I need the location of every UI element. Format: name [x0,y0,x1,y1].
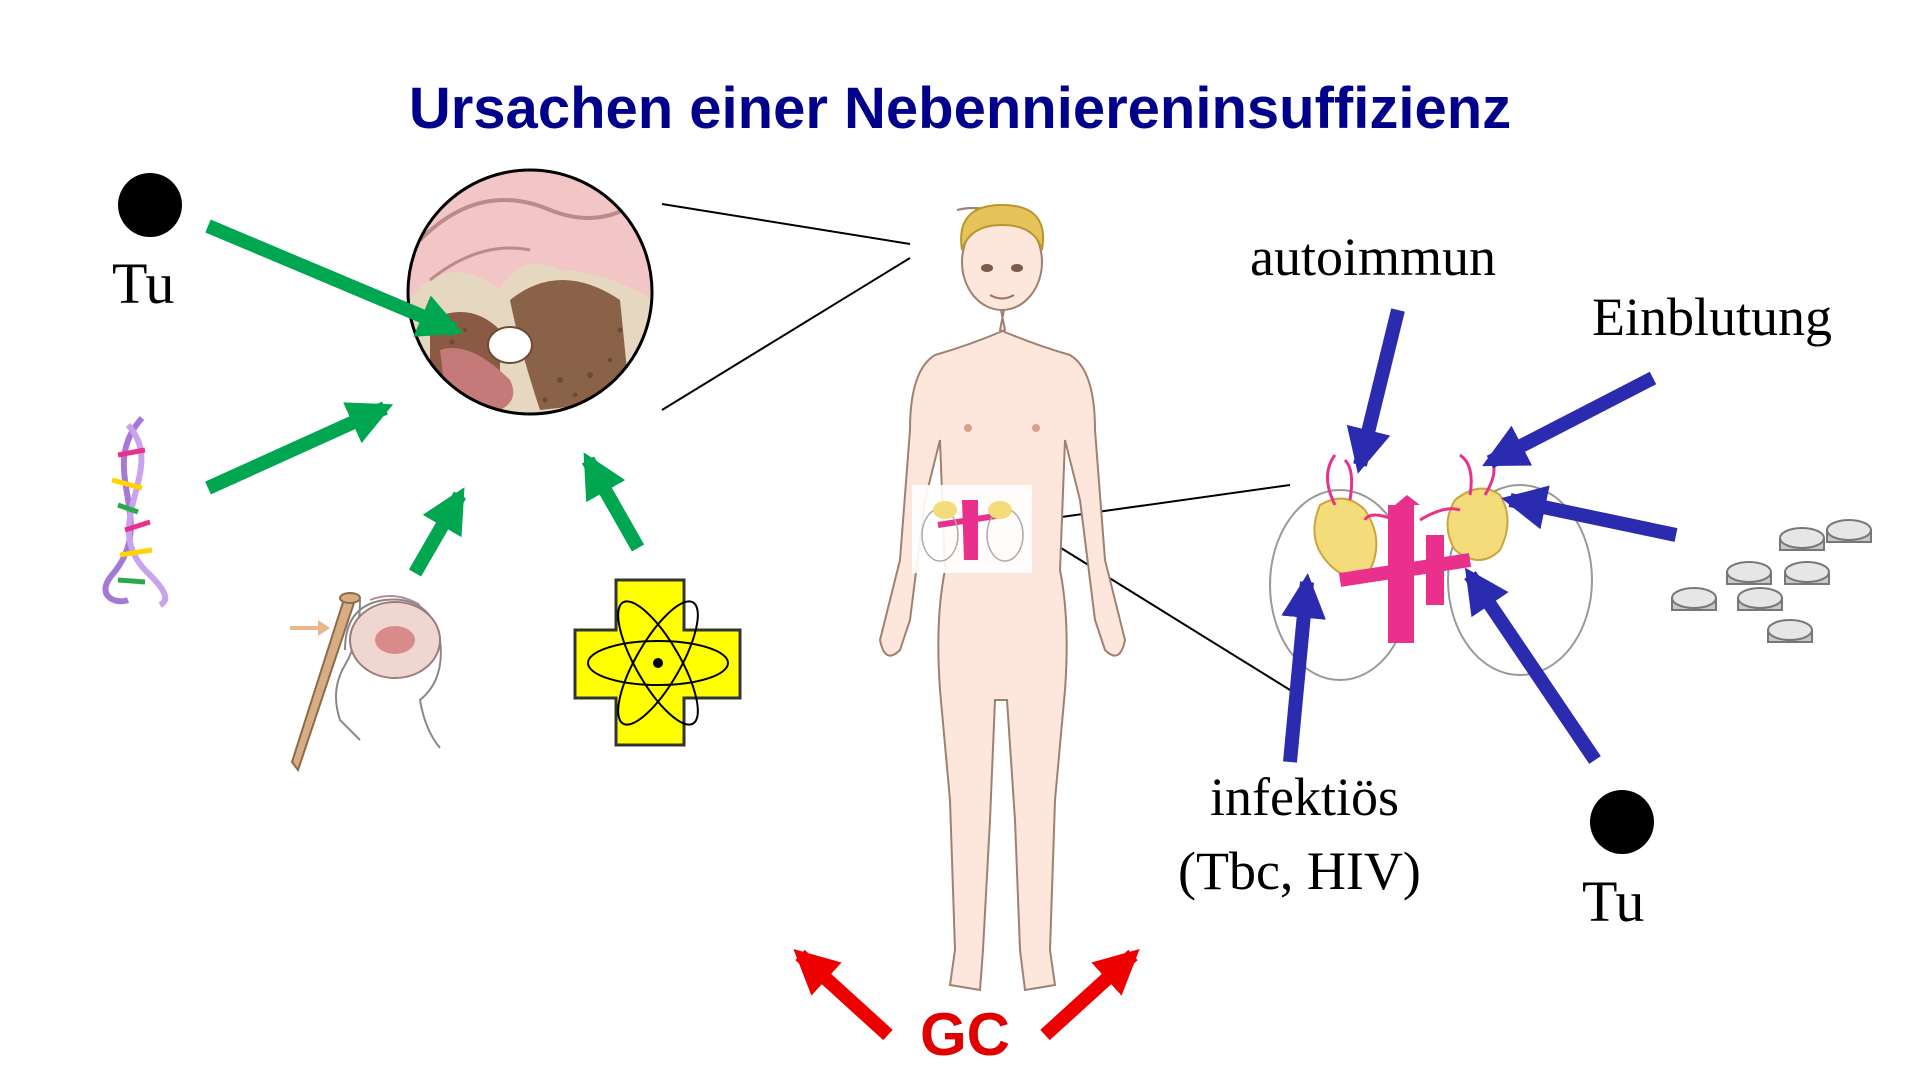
arrow-gc-right [1040,948,1140,1041]
arrow-tumor-to-adrenal [1464,567,1601,764]
gc-label: GC [920,1001,1010,1068]
infectious-label: infektiös [1210,767,1399,827]
arrow-hemorrhage-to-adrenal [1482,371,1657,469]
arrow-radiation-to-pituitary [581,452,645,552]
head-trauma-icon [290,592,442,773]
arrow-tumor-to-pituitary [205,219,464,337]
autoimmune-label: autoimmun [1250,227,1496,287]
adrenal-kidney-icon [1269,453,1593,681]
human-body-icon [878,203,1127,992]
page-title: Ursachen einer Nebenniereninsuffizienz [408,76,1512,141]
pills-icon [1671,519,1872,643]
arrow-drugs-to-adrenal [1501,485,1678,542]
tumor-dot-icon [118,173,182,237]
arrow-genetic-to-pituitary [205,401,394,495]
arrow-gc-left [793,948,893,1041]
pituitary-cause-arrows [205,219,645,577]
gc-arrows [793,948,1140,1041]
pituitary-icon [406,168,654,416]
tumor-dot-icon [1590,790,1654,854]
radiation-cross-icon [573,578,742,747]
hemorrhage-label: Einblutung [1592,287,1832,347]
infectious-examples-label: (Tbc, HIV) [1178,841,1421,901]
arrow-trauma-to-pituitary [408,487,467,577]
arrow-infection-to-adrenal [1281,573,1326,763]
arrow-autoimmune-to-adrenal [1346,308,1405,474]
dna-icon [102,415,169,608]
tumor-label-left: Tu [112,251,175,316]
adrenal-cause-arrows [1281,308,1678,764]
tumor-label-right: Tu [1582,869,1645,934]
